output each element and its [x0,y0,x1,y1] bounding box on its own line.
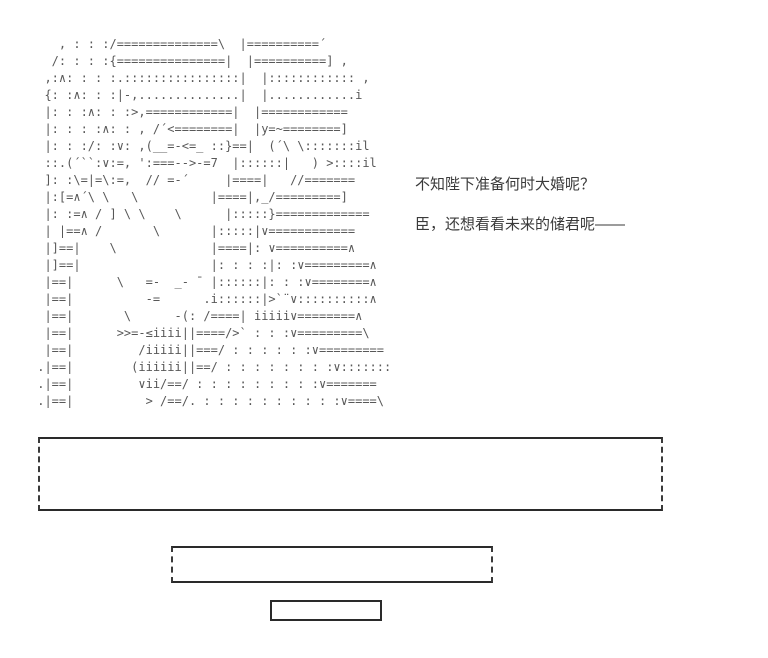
dialogue-box-medium [171,546,493,583]
ascii-art-castle-wall: , : : :/==============\ |==========´ /: … [37,37,392,408]
dialogue-box-large [38,437,663,511]
dialogue-line-2: 臣，还想看看未来的储君呢—— [415,216,626,233]
dialogue-line-1: 不知陛下准备何时大婚呢？ [415,176,596,193]
dialogue-box-small [270,600,382,621]
dialogue-text: 不知陛下准备何时大婚呢？ 臣，还想看看未来的储君呢—— [415,176,625,256]
